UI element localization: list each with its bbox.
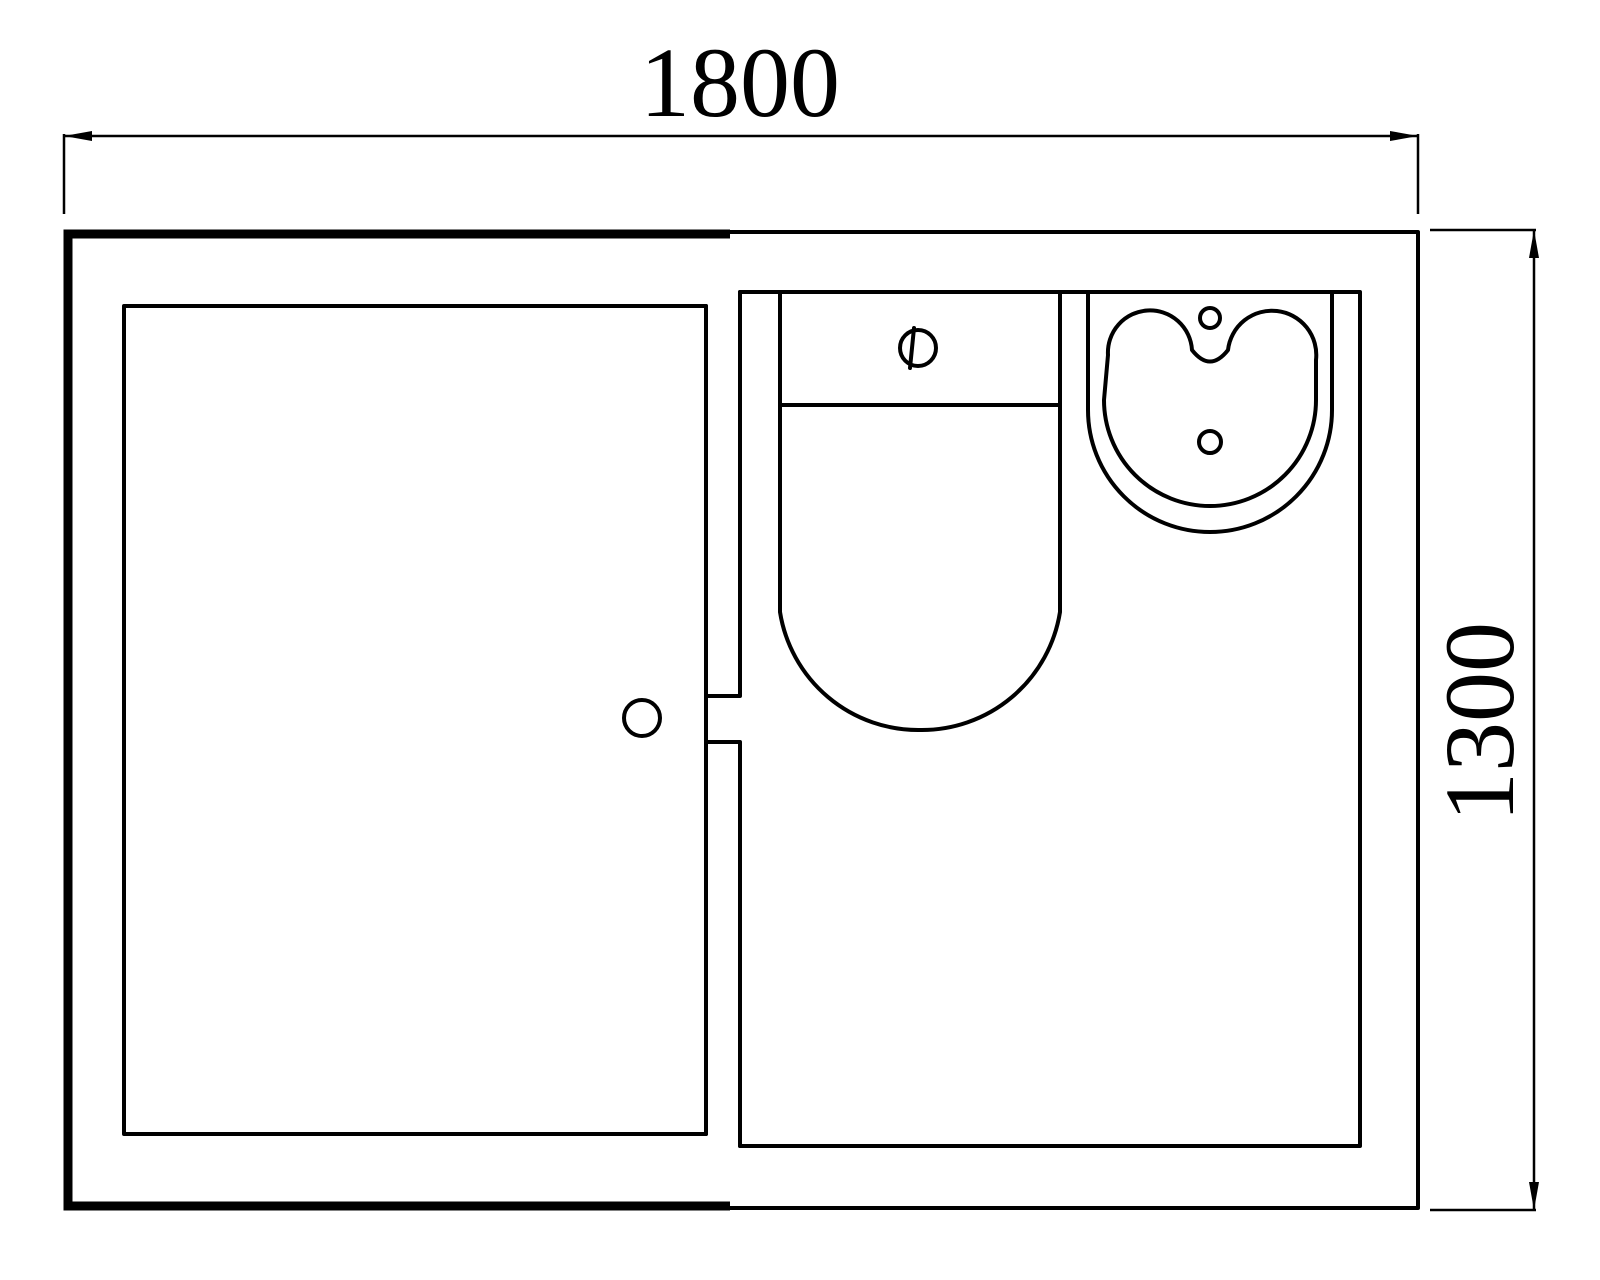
width-dimension-label: 1800: [640, 27, 840, 138]
toilet-icon: [778, 290, 1062, 733]
partition-wall: [704, 290, 742, 1148]
height-dimension-label: 1300: [1424, 622, 1535, 822]
toilet-room: [738, 290, 1362, 1148]
width-dimension: 1800: [62, 27, 1420, 214]
outer-enclosure: [63, 229, 1420, 1211]
height-dimension: 1300: [1424, 228, 1539, 1212]
basin-drain-icon: [1197, 429, 1223, 455]
washbasin-icon: [1086, 290, 1334, 534]
faucet-hole-icon: [1198, 306, 1222, 330]
floor-drain-icon: [622, 698, 662, 738]
flush-button-icon: [898, 328, 938, 368]
shower-tray: [122, 304, 708, 1136]
